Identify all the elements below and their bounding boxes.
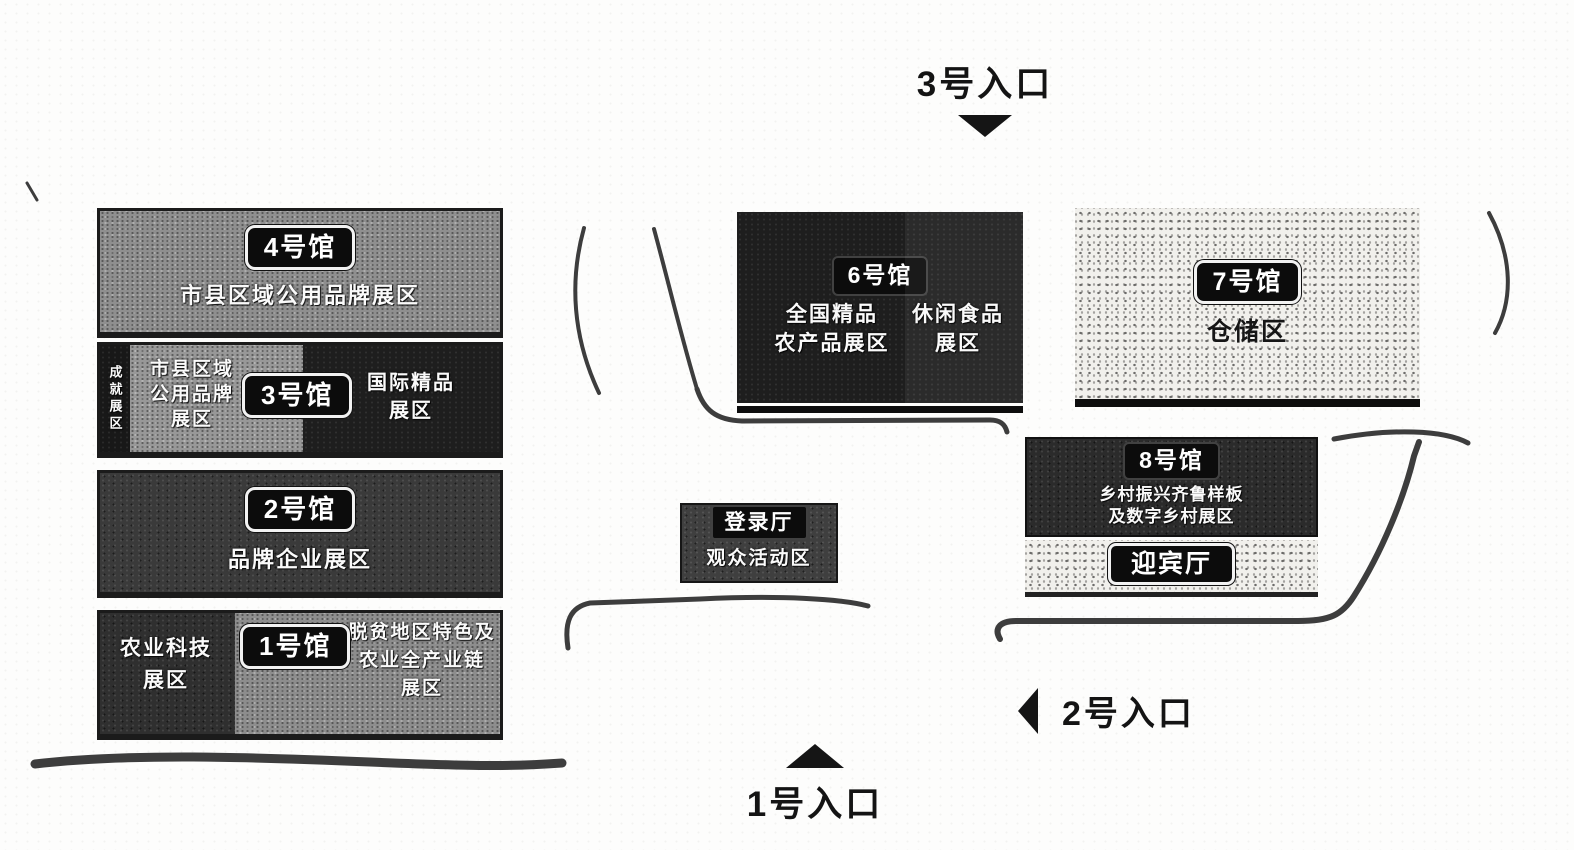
entrance-3: 3号入口	[880, 56, 1090, 137]
hall-4-label: 4号馆	[244, 225, 356, 271]
hall-3-label: 3号馆	[242, 373, 353, 419]
registration-hall-label: 登录厅	[710, 505, 808, 541]
hall-6-right-column	[905, 212, 1023, 403]
entrance-1-label: 1号入口	[746, 785, 884, 824]
hall-2-zone: 品牌企业展区	[227, 547, 372, 573]
down-arrow-icon	[958, 115, 1012, 137]
road-under-reception	[994, 439, 1422, 642]
road-right-spur	[1331, 429, 1471, 446]
entrance-2-label: 2号入口	[1062, 695, 1195, 733]
hall-3: 成就展区 市县区域 公用品牌 展区 国际精品 展区 3号馆	[97, 342, 503, 458]
road-bottom-left	[30, 752, 567, 770]
hall-1-label: 1号馆	[240, 624, 351, 670]
entrance-2: 2号入口	[1018, 686, 1195, 735]
reception-hall-label: 迎宾厅	[1107, 543, 1235, 585]
entrance-3-label: 3号入口	[916, 65, 1054, 104]
hall-6-curb	[737, 406, 1023, 413]
hall-3-strip-zone: 成就展区	[107, 364, 123, 433]
road-right-edge	[1487, 211, 1510, 335]
hall-2-label: 2号馆	[244, 487, 356, 533]
registration-hall: 登录厅 观众活动区	[680, 503, 838, 583]
hall-7-zone: 仓储区	[1206, 318, 1288, 346]
road-curve-center-right	[652, 227, 699, 391]
hall-4: 4号馆 市县区域公用品牌展区	[97, 208, 503, 338]
hall-6-right-zone: 休闲食品 展区	[912, 303, 1004, 355]
hall-2: 2号馆 品牌企业展区	[97, 470, 503, 598]
hall-1-left-zone: 农业科技 展区	[120, 637, 212, 692]
registration-hall-zone: 观众活动区	[706, 548, 812, 570]
reception-hall: 迎宾厅	[1025, 540, 1318, 597]
road-under-hall6	[694, 386, 1010, 435]
hall-1: 农业科技 展区 脱贫地区特色及 农业全产业链 展区 1号馆	[97, 610, 503, 740]
hall-8-label: 8号馆	[1123, 442, 1220, 480]
hall-8: 8号馆 乡村振兴齐鲁样板 及数字乡村展区	[1025, 437, 1318, 537]
hall-1-left-block: 农业科技 展区	[100, 613, 235, 734]
hall-3-mid-zone: 市县区域 公用品牌 展区	[149, 359, 234, 430]
road-under-registration	[564, 594, 871, 651]
hall-6-label: 6号馆	[831, 256, 929, 296]
scan-mark	[25, 181, 39, 202]
entrance-1: 1号入口	[725, 744, 905, 827]
hall-3-right-zone: 国际精品 展区	[367, 372, 455, 422]
hall-7-label: 7号馆	[1193, 260, 1302, 304]
hall-4-zone: 市县区域公用品牌展区	[179, 283, 420, 309]
hall-7-curb	[1075, 399, 1420, 407]
hall-3-mid-block: 市县区域 公用品牌 展区	[130, 345, 303, 452]
road-curve-center-left	[573, 226, 601, 395]
hall-8-zone: 乡村振兴齐鲁样板 及数字乡村展区	[1099, 484, 1244, 526]
hall-6-left-zone: 全国精品 农产品展区	[774, 303, 890, 355]
up-arrow-icon	[786, 744, 844, 768]
hall-3-achievement-strip: 成就展区	[100, 345, 130, 452]
left-arrow-icon	[1018, 687, 1038, 734]
hall-7: 7号馆 仓储区	[1075, 208, 1420, 399]
hall-6: 6号馆 全国精品 农产品展区 休闲食品 展区	[737, 212, 1023, 403]
hall-3-right-block: 国际精品 展区	[303, 345, 500, 452]
hall-1-right-zone: 脱贫地区特色及 农业全产业链 展区	[348, 622, 496, 699]
